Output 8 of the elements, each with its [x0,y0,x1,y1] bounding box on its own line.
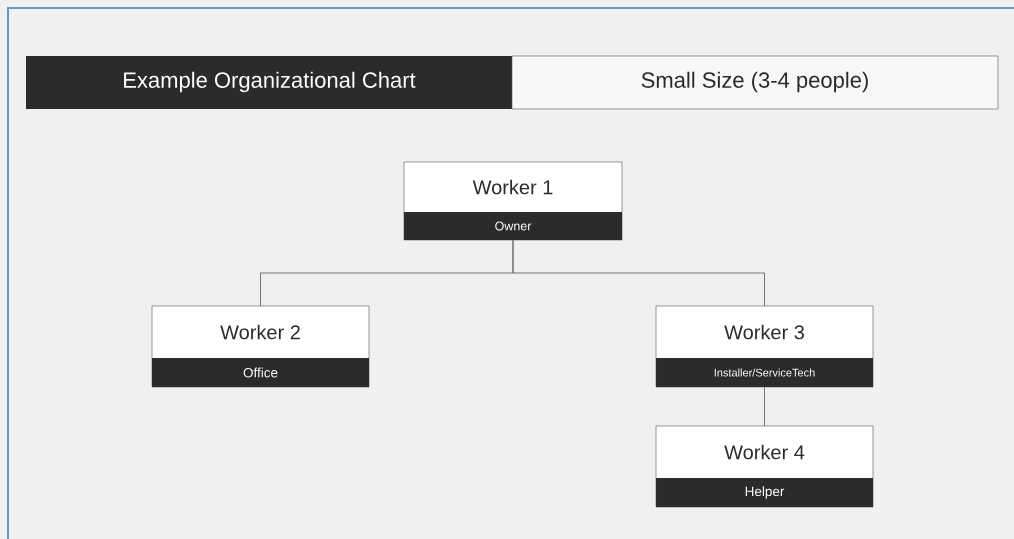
org-box: Worker 4 Helper [655,425,874,508]
connector-line [512,239,765,307]
subtitle-box: Small Size (3-4 people) [511,55,999,110]
title-band: Example Organizational Chart [26,56,512,109]
org-box: Worker 3 Installer/ServiceTech [655,305,874,388]
org-box: Worker 2 Office [151,305,370,388]
connector-line [764,386,765,427]
org-box: Worker 1 Owner [403,161,623,241]
